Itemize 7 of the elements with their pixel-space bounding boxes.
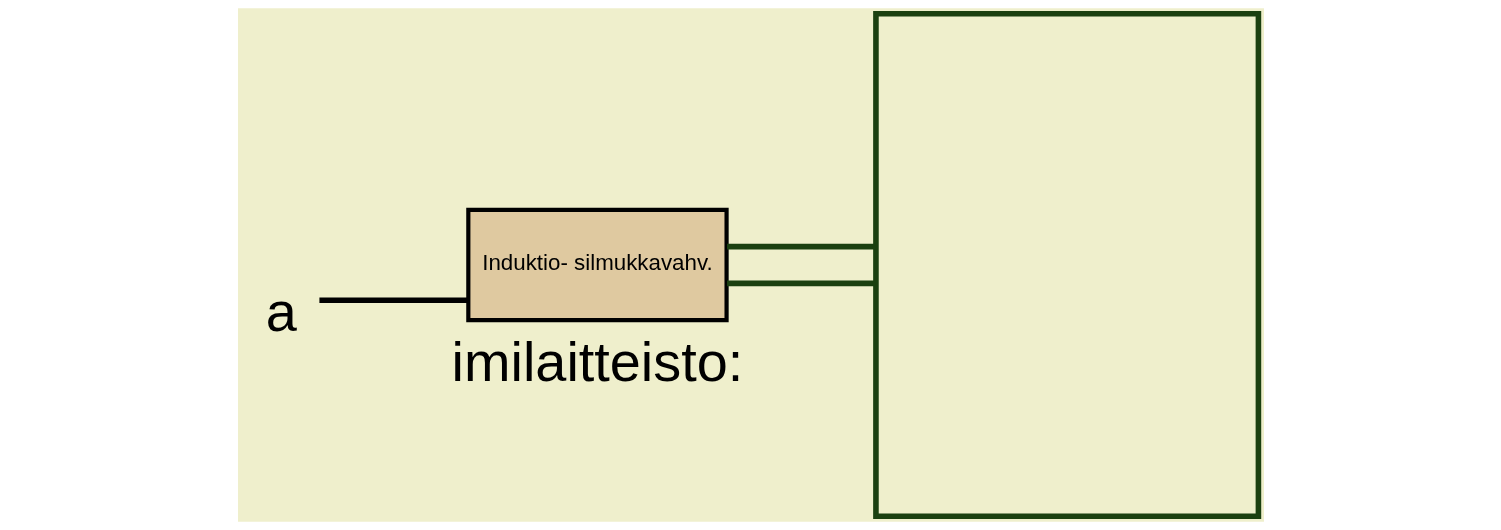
- connector: [726, 280, 876, 287]
- node-box: [872, 10, 1261, 520]
- label: imilaitteisto:: [451, 329, 743, 393]
- connector: [726, 243, 876, 250]
- node-box: Induktio- silmukkavahv.: [465, 207, 729, 323]
- node-text: a: [265, 279, 297, 343]
- connector: [318, 297, 468, 304]
